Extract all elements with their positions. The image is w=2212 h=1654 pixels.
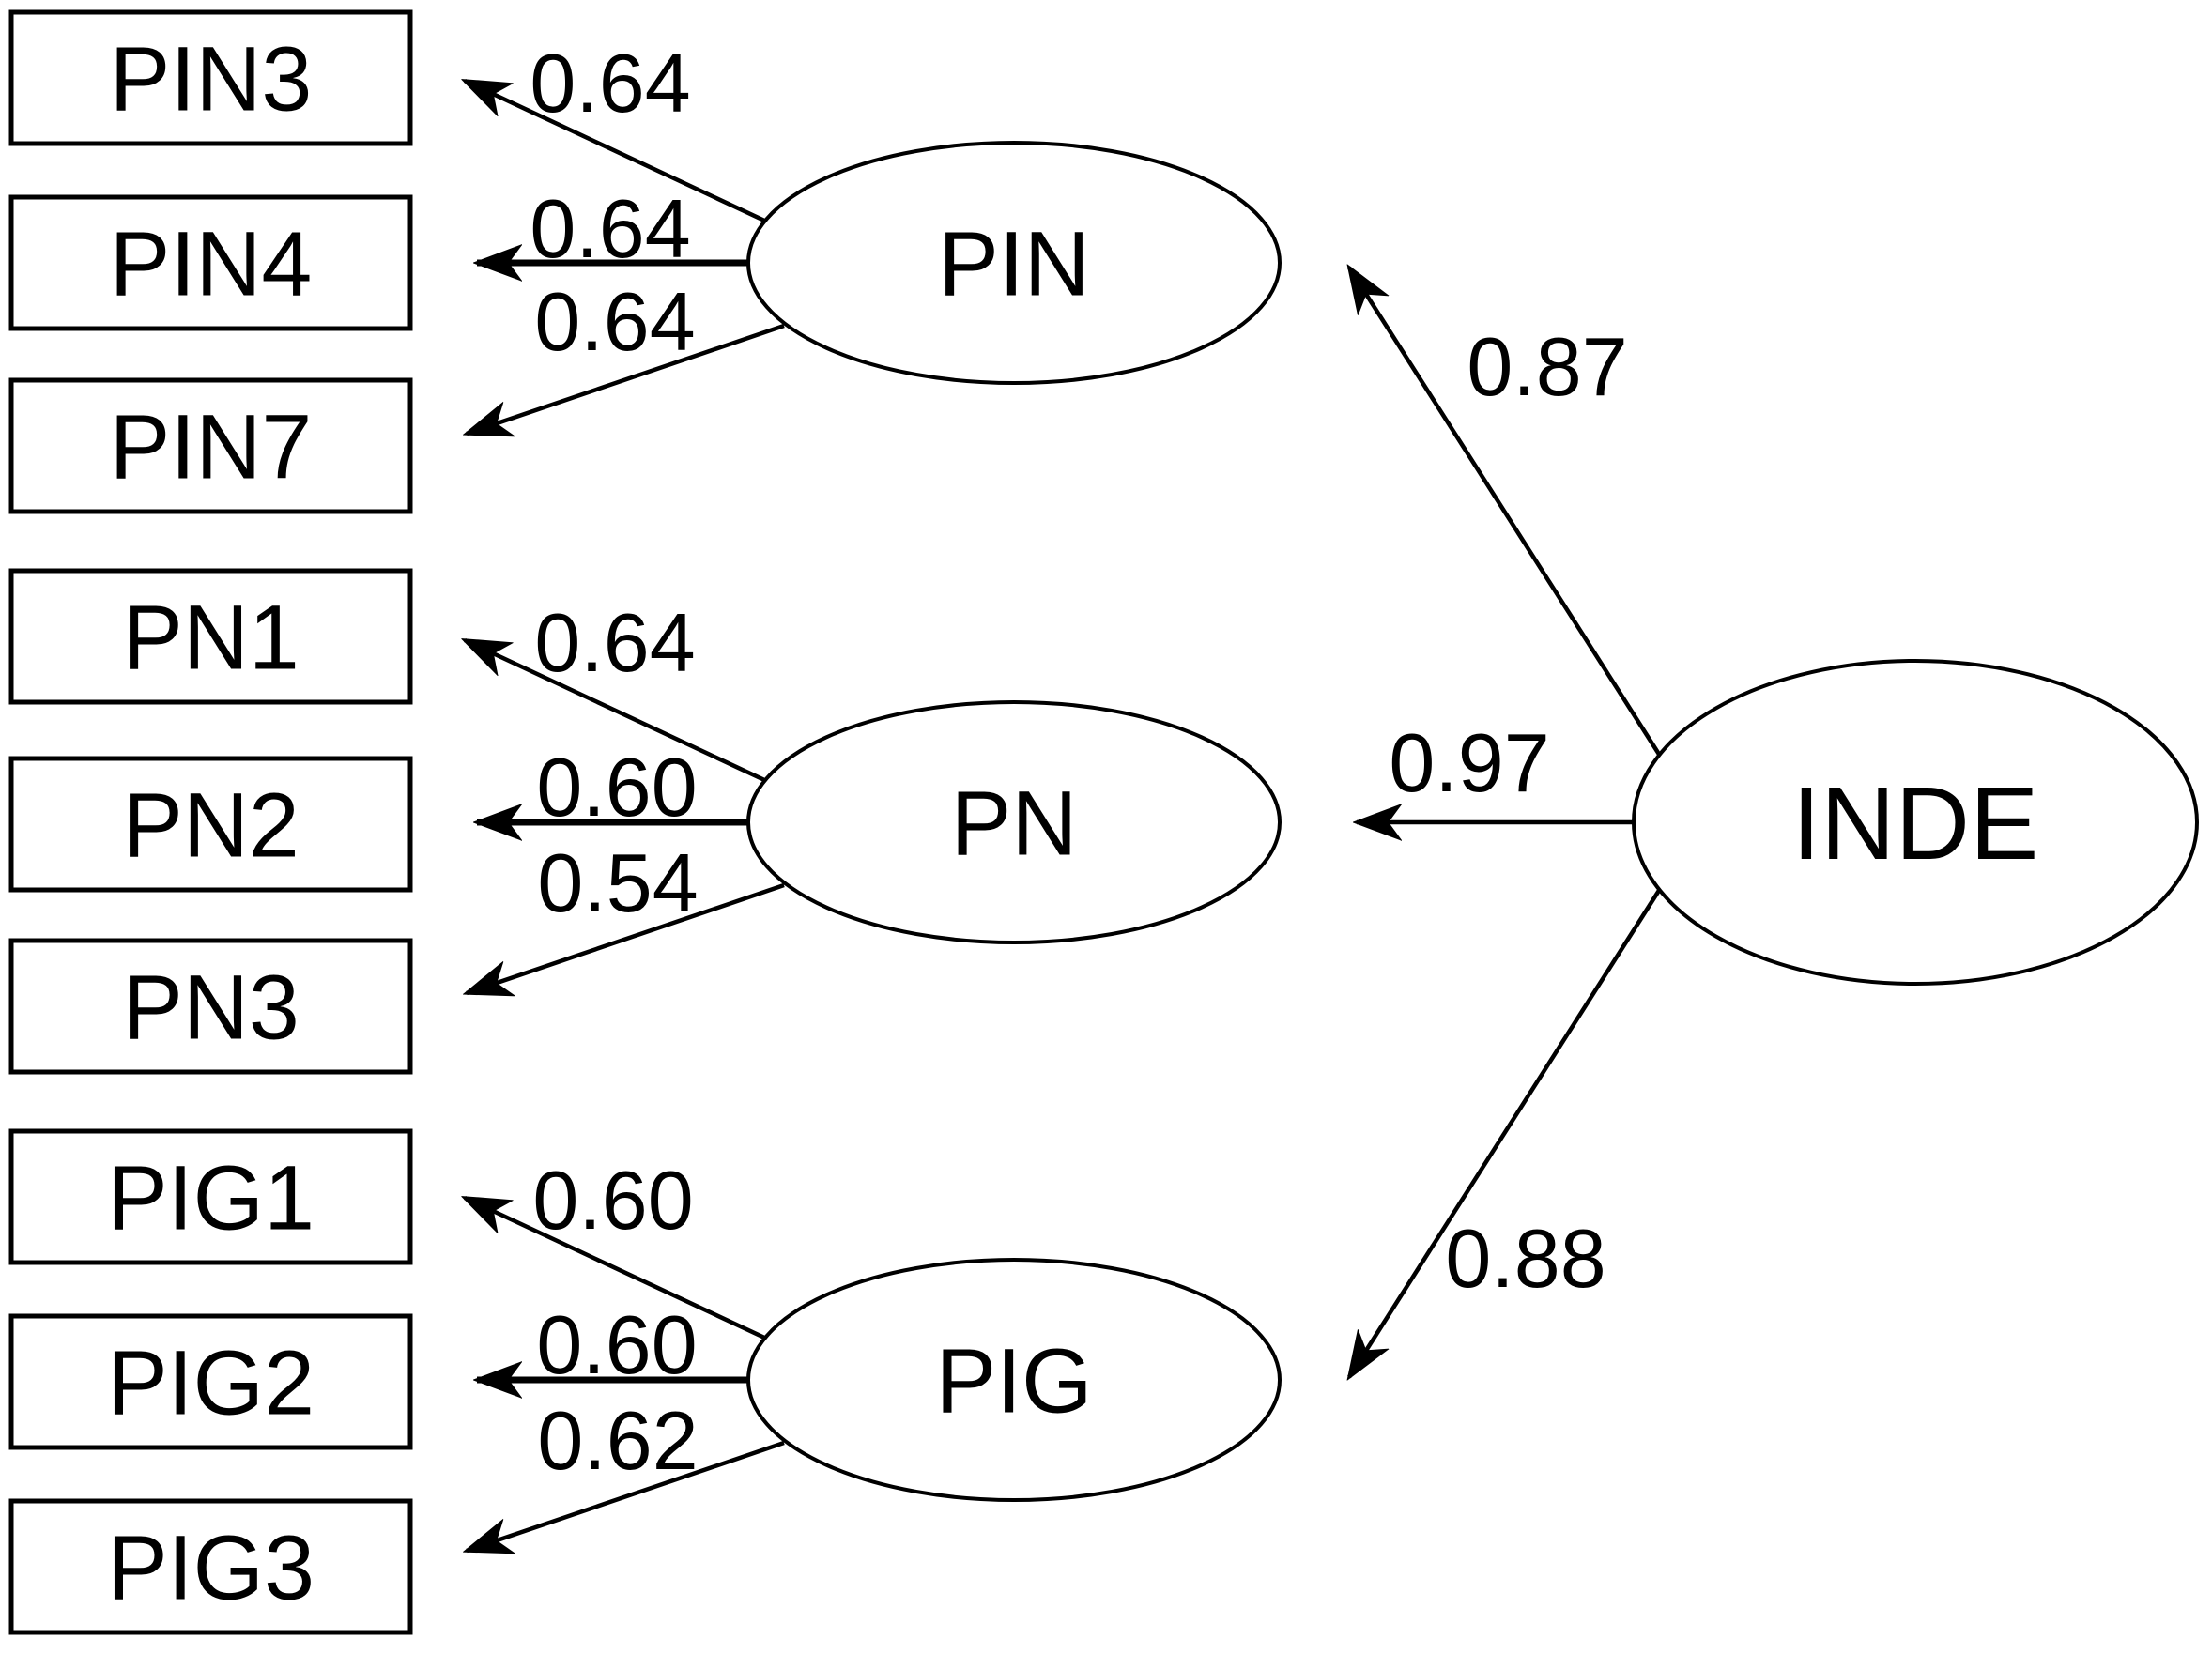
path-coefficient-INDE-PIN: 0.87: [1467, 320, 1627, 413]
indicator-box-PIG3: [8, 1498, 413, 1635]
latent-ellipse-PN: [746, 700, 1282, 944]
indicator-box-PIN3: [8, 9, 413, 146]
indicator-box-PN2: [8, 756, 413, 893]
path-coefficient-PIN-PIN4: 0.64: [530, 182, 690, 275]
path-arrow-PN-PN3: [467, 882, 785, 993]
path-coefficient-PN-PN3: 0.54: [537, 836, 698, 929]
path-coefficient-PIN-PIN3: 0.64: [530, 37, 690, 130]
path-coefficient-PN-PN1: 0.64: [534, 596, 695, 689]
path-coefficient-PIN-PIN7: 0.64: [534, 275, 695, 368]
indicator-label-PIG2: PIG2: [107, 1331, 315, 1433]
indicator-label-PIN7: PIN7: [110, 395, 313, 498]
path-arrow-PIG-PIG1: [465, 1198, 776, 1345]
path-arrow-INDE-PIN: [1349, 268, 1662, 758]
latent-label-INDE: INDE: [1792, 766, 2039, 881]
indicator-box-PN1: [8, 568, 413, 705]
indicator-label-PIN4: PIN4: [110, 212, 313, 314]
indicator-box-PN3: [8, 938, 413, 1075]
indicator-box-PIN4: [8, 194, 413, 331]
indicator-box-PIG2: [8, 1313, 413, 1450]
indicator-label-PIN3: PIN3: [110, 27, 313, 130]
latent-ellipse-PIG: [746, 1258, 1282, 1502]
indicator-box-PIN7: [8, 377, 413, 514]
latent-label-PIG: PIG: [935, 1329, 1092, 1432]
path-arrow-PIG-PIG3: [467, 1440, 785, 1551]
path-arrow-PIN-PIN7: [467, 323, 785, 434]
indicator-label-PIG1: PIG1: [107, 1146, 315, 1248]
path-coefficient-PIG-PIG2: 0.60: [536, 1298, 697, 1391]
path-coefficient-INDE-PIG: 0.88: [1445, 1212, 1605, 1305]
edges-layer: [465, 81, 1662, 1551]
indicator-label-PN1: PN1: [122, 586, 300, 688]
path-arrow-PIN-PIN3: [465, 81, 776, 228]
indicator-label-PN2: PN2: [122, 773, 300, 876]
path-coefficient-PIG-PIG3: 0.62: [537, 1394, 698, 1487]
indicator-label-PN3: PN3: [122, 956, 300, 1058]
indicator-box-PIG1: [8, 1128, 413, 1265]
latent-label-PIN: PIN: [938, 212, 1090, 314]
path-arrow-PN-PN1: [465, 640, 776, 788]
path-coefficient-INDE-PN: 0.97: [1389, 716, 1549, 809]
indicator-label-PIG3: PIG3: [107, 1516, 315, 1618]
nodes-layer: [8, 9, 2199, 1635]
path-coefficient-PIG-PIG1: 0.60: [532, 1154, 693, 1247]
latent-ellipse-PIN: [746, 141, 1282, 385]
labels-layer: 0.640.640.640.640.600.540.600.600.620.87…: [107, 27, 2038, 1618]
path-coefficient-PN-PN2: 0.60: [536, 741, 697, 834]
latent-ellipse-INDE: [1632, 659, 2199, 986]
latent-label-PN: PN: [951, 772, 1078, 874]
path-arrow-INDE-PIG: [1349, 887, 1662, 1377]
